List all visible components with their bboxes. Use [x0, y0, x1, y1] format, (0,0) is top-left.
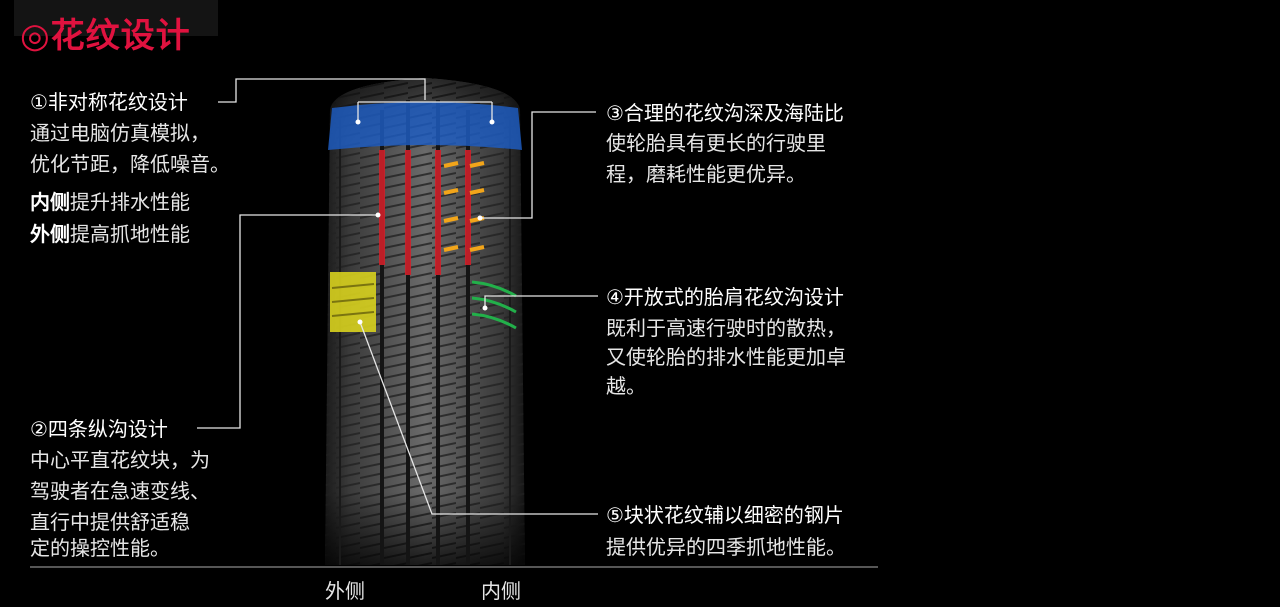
- orange-depth-marks: [443, 161, 485, 252]
- feature-1-line-1: 通过电脑仿真模拟，: [30, 121, 210, 145]
- feature-3-heading: ③合理的花纹沟深及海陆比: [606, 101, 844, 125]
- blue-band-highlight: [328, 102, 522, 150]
- feature-4-line-1: 既利于高速行驶时的散热，: [606, 316, 846, 340]
- inner-side-label: 内侧: [30, 190, 70, 214]
- feature-2-line-2: 驾驶者在急速变线、: [30, 479, 210, 503]
- feature-4-heading: ④开放式的胎肩花纹沟设计: [606, 285, 844, 309]
- outer-side-caption: 外侧: [325, 579, 365, 603]
- title-background: [14, 0, 218, 36]
- outer-side-text: 提高抓地性能: [70, 222, 190, 246]
- outer-side-label: 外侧: [30, 222, 70, 246]
- feature-4-line-3: 越。: [606, 374, 646, 398]
- feature-5-line-1: 提供优异的四季抓地性能。: [606, 535, 846, 559]
- page-title: ◎花纹设计: [20, 16, 191, 56]
- inner-side-caption: 内侧: [481, 579, 521, 603]
- green-shoulder-grooves: [471, 280, 517, 330]
- feature-2-line-3: 直行中提供舒适稳: [30, 510, 190, 534]
- feature-2-line-4: 定的操控性能。: [30, 536, 170, 560]
- feature-3-line-1: 使轮胎具有更长的行驶里: [606, 131, 826, 155]
- inner-side-text: 提升排水性能: [70, 190, 190, 214]
- feature-1-line-2: 优化节距，降低噪音。: [30, 152, 230, 176]
- feature-3-line-2: 程，磨耗性能更优异。: [606, 162, 806, 186]
- yellow-block-highlight: [330, 272, 376, 332]
- feature-2-line-1: 中心平直花纹块，为: [30, 448, 210, 472]
- feature-1-extra-outer: 外侧提高抓地性能: [30, 219, 190, 250]
- feature-4-line-2: 又使轮胎的排水性能更加卓: [606, 345, 846, 369]
- feature-1-heading: ①非对称花纹设计: [30, 90, 188, 114]
- red-groove-highlight: [379, 150, 471, 275]
- feature-2-heading: ②四条纵沟设计: [30, 417, 168, 441]
- feature-5-heading: ⑤块状花纹辅以细密的钢片: [606, 503, 844, 527]
- feature-1-extra-inner: 内侧提升排水性能: [30, 187, 190, 218]
